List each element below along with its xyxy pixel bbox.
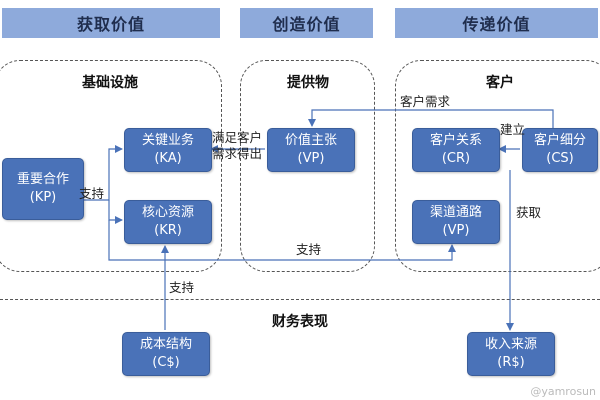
box-key-activities-name: 关键业务	[141, 133, 194, 148]
box-cost-structure-name: 成本结构	[139, 337, 192, 352]
region-title-infrastructure: 基础设施	[82, 75, 138, 91]
finance-divider	[0, 299, 600, 300]
box-channels-name: 渠道通路	[429, 205, 482, 220]
box-customer-relationships-name: 客户关系	[429, 133, 482, 148]
header-create-value: 创造价值	[240, 8, 373, 38]
arrow-support-kp-kr	[108, 200, 123, 224]
box-revenue-streams-code: (R$)	[497, 355, 525, 370]
box-channels-code: (VP)	[442, 223, 470, 238]
box-key-partners: 重要合作 (KP)	[2, 158, 84, 220]
label-meet-needs-2: 需求得出	[212, 146, 263, 161]
box-value-proposition-name: 价值主张	[284, 133, 337, 148]
label-support-channel: 支持	[296, 242, 322, 257]
box-key-resources: 核心资源 (KR)	[124, 200, 212, 244]
header-deliver-value: 传递价值	[395, 8, 598, 38]
label-meet-needs-1: 满足客户	[212, 130, 263, 145]
box-customer-segments-name: 客户细分	[533, 133, 586, 148]
box-key-activities: 关键业务 (KA)	[124, 128, 212, 172]
box-cost-structure: 成本结构 (C$)	[122, 332, 210, 376]
region-customer	[395, 60, 600, 272]
label-support-kp: 支持	[79, 186, 105, 201]
box-key-partners-code: (KP)	[29, 190, 57, 205]
region-title-finance: 财务表现	[272, 314, 328, 330]
box-key-activities-code: (KA)	[154, 151, 182, 166]
box-key-resources-code: (KR)	[154, 223, 182, 238]
arrow-customer-needs	[308, 109, 554, 128]
box-revenue-streams-name: 收入来源	[484, 337, 537, 352]
box-customer-segments: 客户细分 (CS)	[522, 128, 598, 172]
region-infrastructure	[0, 60, 222, 272]
label-build: 建立	[500, 122, 526, 137]
box-revenue-streams: 收入来源 (R$)	[467, 332, 555, 376]
box-cost-structure-code: (C$)	[152, 355, 180, 370]
box-key-partners-name: 重要合作	[16, 172, 69, 187]
label-customer-needs: 客户需求	[400, 94, 451, 109]
watermark: @yamrosun	[530, 385, 596, 398]
region-title-customer: 客户	[486, 75, 514, 91]
region-offering	[240, 60, 375, 272]
box-customer-relationships-code: (CR)	[441, 151, 471, 166]
box-customer-segments-code: (CS)	[546, 151, 574, 166]
arrow-support-channel	[108, 220, 456, 261]
box-value-proposition-code: (VP)	[297, 151, 325, 166]
arrow-support-kp	[84, 145, 123, 201]
region-title-offering: 提供物	[287, 75, 329, 91]
header-acquire-value: 获取价值	[2, 8, 220, 38]
box-value-proposition: 价值主张 (VP)	[267, 128, 355, 172]
box-customer-relationships: 客户关系 (CR)	[412, 128, 500, 172]
box-channels: 渠道通路 (VP)	[412, 200, 500, 244]
label-acquire: 获取	[516, 205, 542, 220]
label-support-cost: 支持	[169, 280, 195, 295]
box-key-resources-name: 核心资源	[141, 205, 194, 220]
